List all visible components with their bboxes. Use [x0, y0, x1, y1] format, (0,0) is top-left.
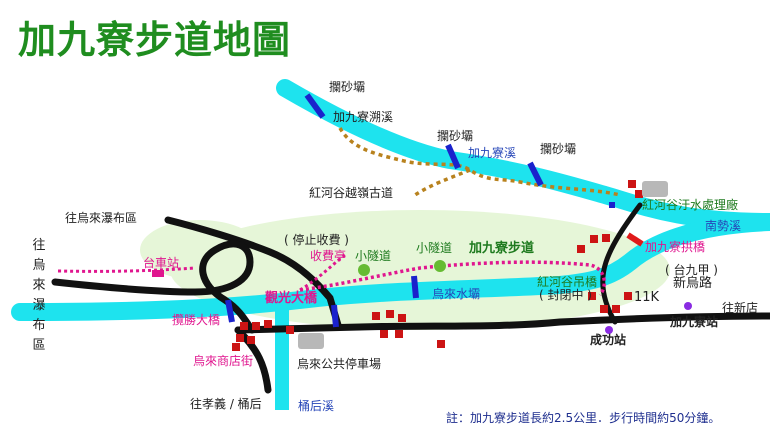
tonghou-creek-label: 桶后溪: [298, 399, 335, 413]
road-wulai: [51, 240, 256, 334]
road-to-waterfall: [164, 216, 342, 329]
weir-marker: [527, 161, 544, 187]
trail-toll-path: [299, 253, 346, 292]
building-block-icon: [635, 190, 643, 198]
parking-lot: [298, 333, 324, 349]
sewage-plant-building: [642, 181, 668, 197]
buildings: [232, 180, 643, 351]
xinwu-road-label: 新烏路: [673, 276, 713, 291]
building-block-icon: [628, 180, 636, 188]
shop-street-label: 烏來商店街: [193, 354, 254, 368]
small-tunnel-label: 小隧道: [416, 241, 453, 255]
parking-label: 烏來公共停車場: [297, 357, 382, 371]
to-wulai-vertical-label: 往烏來瀑布區: [32, 238, 46, 353]
building-block-icon: [232, 343, 240, 351]
to-waterfall-label: 往烏來瀑布區: [65, 211, 138, 225]
river-nanshi: [11, 213, 770, 321]
building-block-icon: [380, 330, 388, 338]
building-block-icon: [609, 202, 615, 208]
tai9-label: ( 台九甲 ): [665, 263, 718, 277]
building-block-icon: [612, 305, 620, 313]
map-title: 加九寮步道地圖: [18, 18, 292, 62]
weir-marker: [225, 299, 235, 323]
sewage-plant-label: 紅河谷汙水處理廠: [642, 198, 739, 212]
wulai-dam-label: 烏來水壩: [432, 287, 481, 301]
building-block-icon: [386, 310, 394, 318]
building-block-icon: [252, 322, 260, 330]
stream-jiajiuliao-label: 加九寮溪: [468, 146, 517, 160]
toll-booth-label: 收費亭: [310, 249, 347, 263]
suspension-bridge-label: 紅河谷吊橋: [537, 275, 598, 289]
stream-upper-label: 加九寮溯溪: [333, 110, 394, 124]
building-block-icon: [286, 326, 294, 334]
building-block-icon: [395, 330, 403, 338]
11k-label: 11K: [634, 290, 660, 305]
to-xindian-label: 往新店: [722, 301, 759, 315]
lanshen-bridge-label: 攬勝大橋: [172, 313, 221, 327]
building-block-icon: [590, 235, 598, 243]
station-dot-icon: [605, 326, 613, 334]
station-dot-icon: [684, 302, 692, 310]
tour-bridge-label: 觀光大橋: [265, 291, 318, 306]
tour-rail-path: [57, 266, 196, 273]
bus-stop-marker: [152, 270, 164, 277]
toll-stopped-label: ( 停止收費 ): [284, 233, 349, 247]
ancient-trail-label: 紅河谷越嶺古道: [309, 186, 394, 200]
arch-bridge-marker: [626, 232, 644, 247]
building-block-icon: [372, 312, 380, 320]
building-block-icon: [588, 292, 596, 300]
bus-stop-label: 台車站: [143, 256, 180, 270]
closed-label: ( 封閉中 ): [539, 288, 592, 302]
small-tunnel-label: 小隧道: [355, 249, 392, 263]
chenggong-station-label: 成功站: [590, 333, 627, 347]
building-block-icon: [577, 245, 585, 253]
building-block-icon: [624, 292, 632, 300]
building-block-icon: [236, 334, 244, 342]
road-arch-bridge: [600, 202, 643, 325]
building-block-icon: [240, 322, 248, 330]
building-block-icon: [600, 305, 608, 313]
building-block-icon: [264, 320, 272, 328]
weir-marker: [411, 275, 419, 299]
building-block-icon: [247, 336, 255, 344]
weir-label: 攔砂壩: [540, 142, 577, 156]
weir-marker: [445, 143, 461, 170]
ancient-trail-path: [338, 127, 621, 197]
map-note: 註：加九寮步道長約2.5公里．步行時間約50分鐘。: [446, 411, 721, 425]
weir-label: 攔砂壩: [437, 129, 474, 143]
to-xiaoyi-label: 往孝義 / 桶后: [190, 397, 262, 411]
tunnel-icon: [434, 260, 446, 272]
weir-marker: [331, 304, 339, 328]
building-block-icon: [602, 234, 610, 242]
arch-bridge-label: 加九寮拱橋: [645, 240, 706, 254]
building-block-icon: [437, 340, 445, 348]
weir-label: 攔砂壩: [329, 80, 366, 94]
trail-name-label: 加九寮步道: [469, 241, 535, 256]
tunnel-icon: [358, 264, 370, 276]
building-block-icon: [398, 314, 406, 322]
jiajiuliao-station-label: 加九寮站: [670, 315, 719, 329]
road-xinwu: [234, 312, 770, 334]
nanshi-creek-label: 南勢溪: [705, 219, 742, 233]
weir-marker: [304, 93, 326, 119]
